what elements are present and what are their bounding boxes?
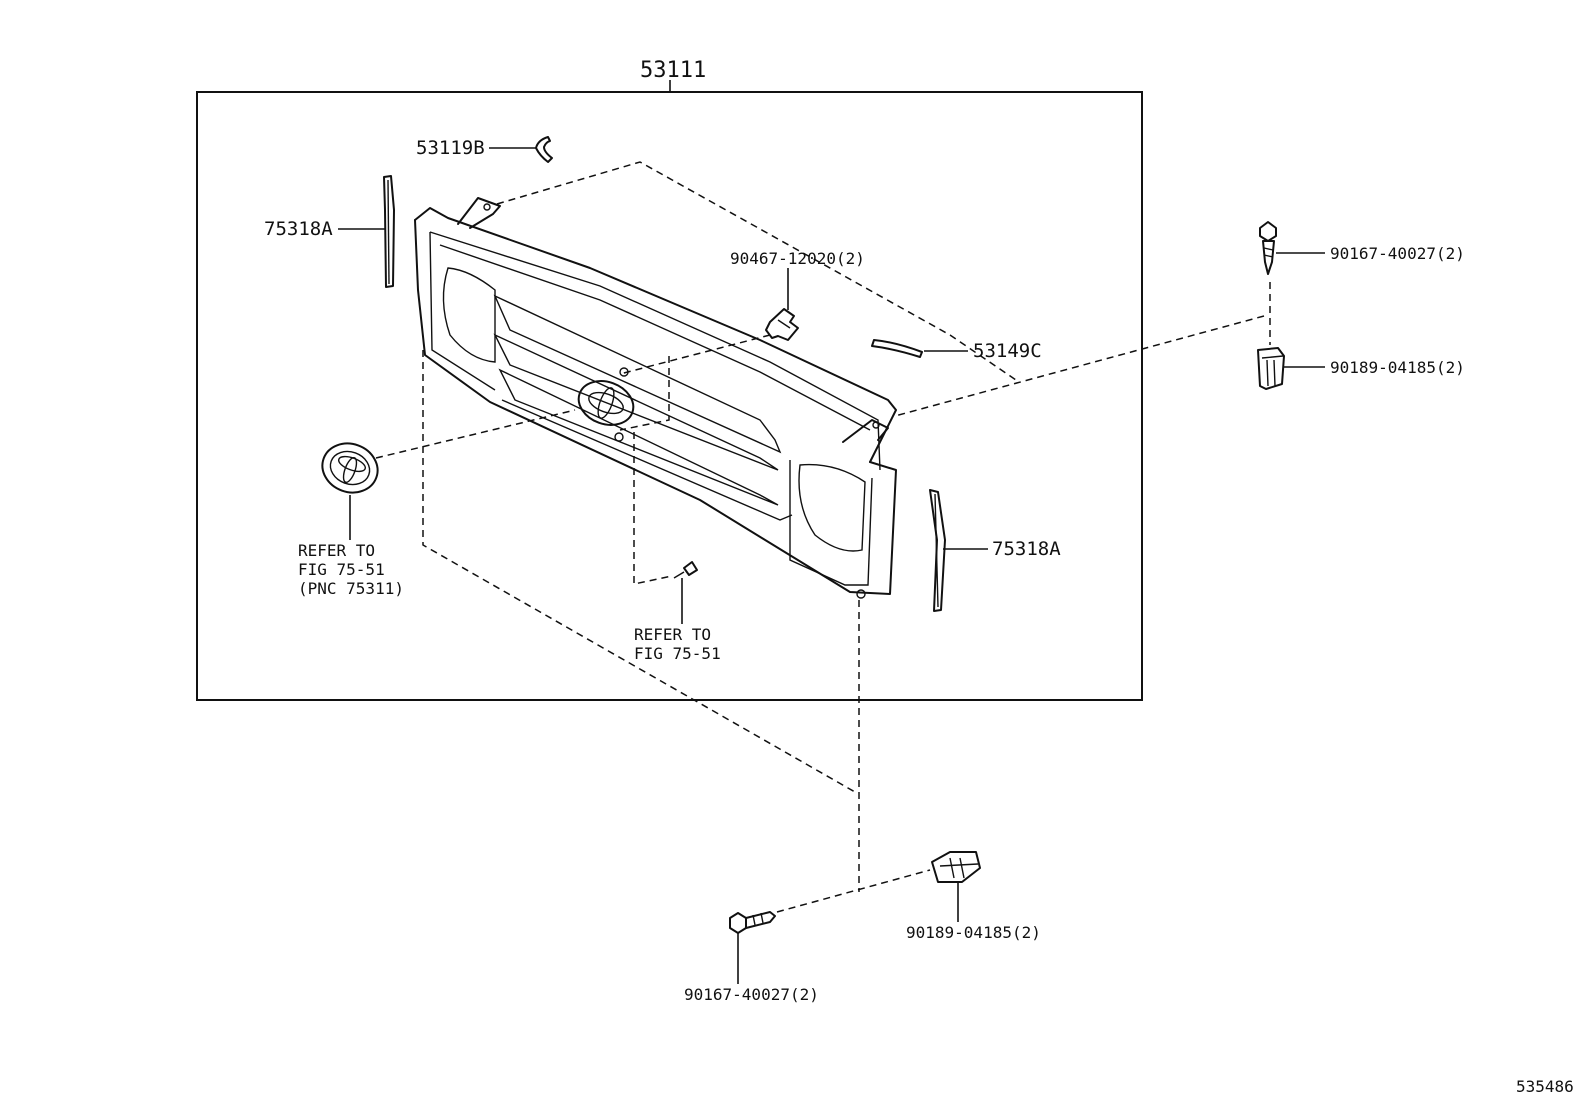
molding-right[interactable] — [929, 489, 946, 612]
emblem-screw[interactable] — [673, 561, 698, 579]
label-clip[interactable]: 90467-12020(2) — [730, 249, 865, 268]
label-molding-left[interactable]: 75318A — [264, 218, 333, 240]
dash-left-down — [422, 350, 856, 793]
clip-90467[interactable] — [765, 308, 799, 341]
nut-bottom[interactable] — [931, 851, 981, 883]
label-nut-bottom[interactable]: 90189-04185(2) — [906, 923, 1041, 942]
screw-bottom[interactable] — [729, 911, 776, 934]
label-nut-right[interactable]: 90189-04185(2) — [1330, 358, 1465, 377]
label-screw-right[interactable]: 90167-40027(2) — [1330, 244, 1465, 263]
grille-body[interactable] — [414, 197, 897, 599]
dash-emblem — [375, 409, 576, 459]
dash-bracket-seal — [496, 161, 1017, 381]
dash-clip — [619, 334, 771, 375]
label-emblem-ref-3[interactable]: (PNC 75311) — [298, 579, 404, 598]
grille-emblem — [577, 367, 635, 442]
seal-53149c[interactable] — [871, 339, 923, 358]
label-bracket[interactable]: 53119B — [416, 137, 485, 159]
bracket-53119b[interactable] — [535, 136, 553, 163]
label-screw-ref-1[interactable]: REFER TO — [634, 625, 711, 644]
dash-emblem-screw — [633, 432, 673, 585]
emblem-toyota[interactable] — [315, 436, 384, 500]
label-emblem-ref-1[interactable]: REFER TO — [298, 541, 375, 560]
nut-right[interactable] — [1257, 347, 1285, 390]
screw-right[interactable] — [1259, 221, 1277, 275]
molding-left[interactable] — [383, 175, 395, 288]
figure-id: 535486 — [1516, 1077, 1574, 1096]
label-screw-bottom[interactable]: 90167-40027(2) — [684, 985, 819, 1004]
dash-bottom-screw-nut — [776, 869, 931, 913]
label-seal[interactable]: 53149C — [973, 340, 1042, 362]
label-emblem-ref-2[interactable]: FIG 75-51 — [298, 560, 385, 579]
label-assembly[interactable]: 53111 — [640, 58, 706, 83]
dash-right-to-grille — [894, 315, 1265, 417]
dash-clip-box — [619, 356, 670, 431]
label-screw-ref-2[interactable]: FIG 75-51 — [634, 644, 721, 663]
label-molding-right[interactable]: 75318A — [992, 538, 1061, 560]
